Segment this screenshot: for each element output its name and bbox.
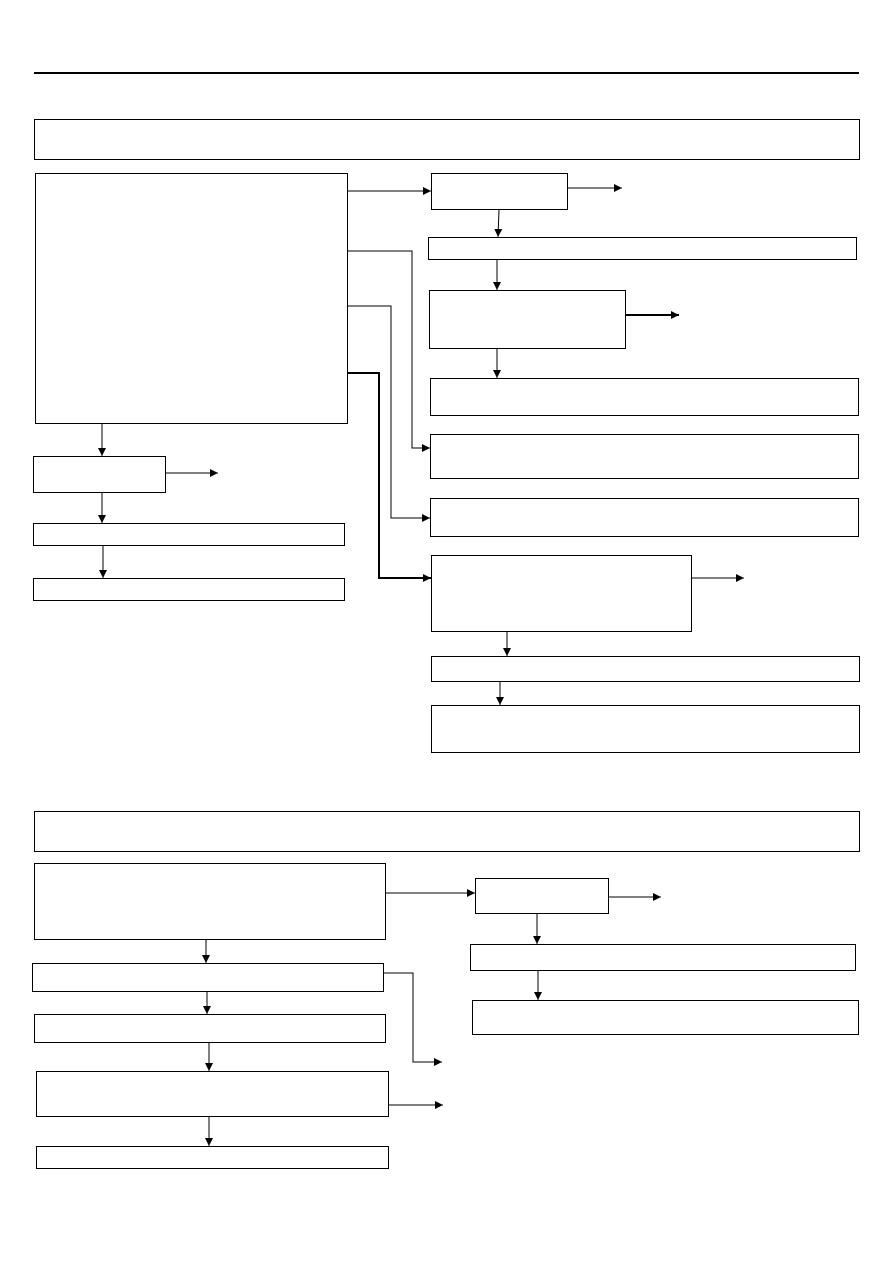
a-r6-box <box>430 498 859 537</box>
b-l3-box <box>36 1071 389 1117</box>
b-r2-box <box>470 944 856 971</box>
a-r3-box <box>429 290 626 349</box>
a-r1-box <box>431 173 568 210</box>
b-l1-box <box>32 963 384 992</box>
section-1-header-box <box>34 119 860 160</box>
a-l2-box <box>33 523 345 546</box>
a-l1-box <box>33 456 166 493</box>
a-arrow-main-r6 <box>348 305 430 522</box>
a-r9-box <box>431 705 860 753</box>
a-arrow-main-r7 <box>348 372 431 582</box>
a-r4-box <box>430 378 859 416</box>
a-main-box <box>35 173 348 424</box>
section-1 <box>33 119 860 753</box>
a-r7-box <box>431 555 692 632</box>
a-r8-box <box>431 656 860 682</box>
b-l2-box <box>34 1014 386 1043</box>
b-arrow-l1-out <box>384 972 442 1066</box>
a-arrow-main-r5 <box>348 250 430 452</box>
a-l3-box <box>33 578 345 601</box>
a-r5-box <box>430 434 859 479</box>
section-2 <box>32 811 860 1169</box>
b-main-box <box>34 863 386 940</box>
b-r3-box <box>472 1000 859 1035</box>
b-r1-box <box>475 878 609 914</box>
a-arrow-r1-r2 <box>494 209 503 238</box>
section-2-header-box <box>34 811 860 852</box>
a-r2-box <box>428 237 857 260</box>
b-l4-box <box>36 1146 389 1169</box>
